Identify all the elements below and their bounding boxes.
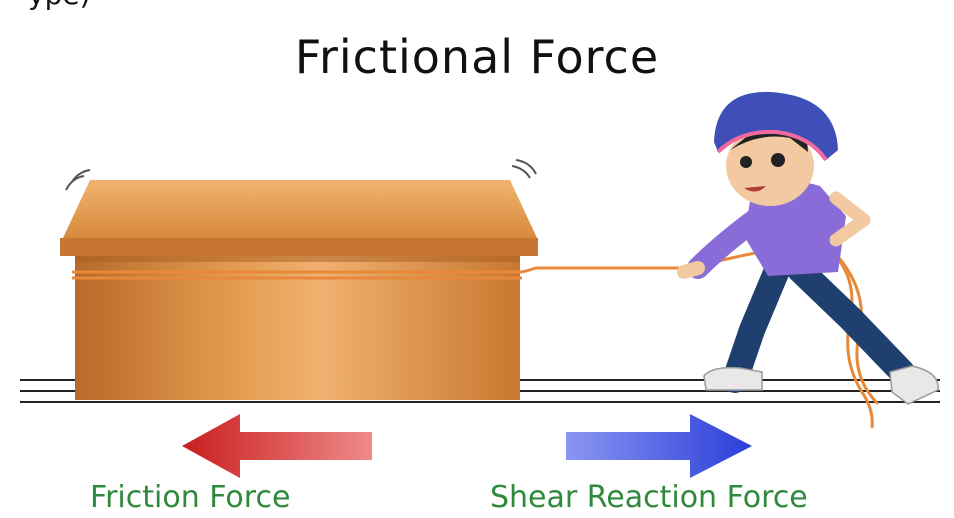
shear-reaction-force-label: Shear Reaction Force	[490, 480, 808, 515]
friction-arrow-left-icon	[182, 414, 372, 478]
reaction-arrow-right-icon	[566, 414, 752, 478]
friction-force-label: Friction Force	[90, 480, 290, 515]
sneaker-icon	[704, 366, 938, 404]
box-icon	[60, 160, 538, 400]
boy-pulling-icon	[684, 92, 938, 404]
